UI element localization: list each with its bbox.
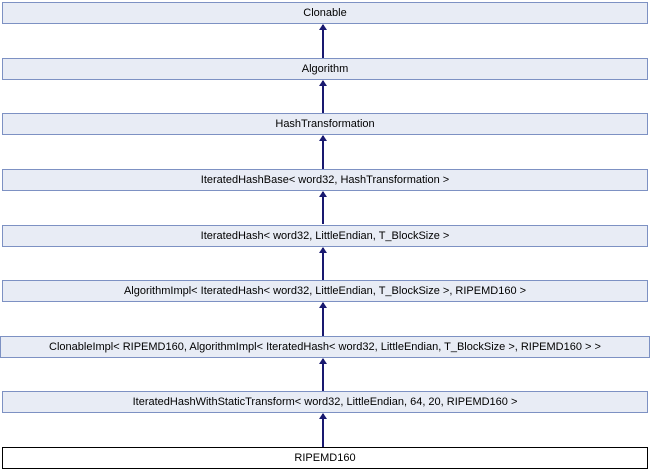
class-node-label: HashTransformation (275, 118, 375, 131)
arrow-up-icon (318, 302, 327, 309)
class-node-algorithmimpl[interactable]: AlgorithmImpl< IteratedHash< word32, Lit… (2, 280, 648, 303)
class-node-iteratedhashwithstatictransform[interactable]: IteratedHashWithStaticTransform< word32,… (2, 391, 648, 414)
class-node-label: IteratedHashWithStaticTransform< word32,… (132, 396, 518, 409)
arrow-up-icon (318, 190, 327, 197)
inheritance-arrow (318, 79, 328, 114)
arrow-line (322, 247, 324, 281)
inheritance-arrow (318, 246, 328, 281)
class-node-iteratedhash[interactable]: IteratedHash< word32, LittleEndian, T_Bl… (2, 224, 648, 247)
arrow-line (322, 136, 324, 169)
inheritance-arrow (318, 413, 328, 447)
class-node-ripemd160-current: RIPEMD160 (2, 447, 648, 470)
class-node-label: Clonable (303, 7, 347, 19)
inheritance-arrow (318, 24, 328, 58)
class-node-label: RIPEMD160 (294, 452, 356, 465)
arrow-line (322, 25, 324, 58)
class-node-iteratedhashbase[interactable]: IteratedHashBase< word32, HashTransforma… (2, 168, 648, 191)
arrow-line (322, 80, 324, 114)
class-node-label: ClonableImpl< RIPEMD160, AlgorithmImpl< … (49, 340, 601, 353)
class-node-label: IteratedHashBase< word32, HashTransforma… (200, 173, 450, 186)
inheritance-arrow (318, 357, 328, 392)
arrow-up-icon (318, 24, 327, 30)
class-node-clonableimpl[interactable]: ClonableImpl< RIPEMD160, AlgorithmImpl< … (0, 335, 650, 358)
class-node-label: Algorithm (301, 62, 349, 75)
arrow-up-icon (318, 413, 327, 420)
class-node-label: IteratedHash< word32, LittleEndian, T_Bl… (200, 229, 450, 242)
inheritance-arrow (318, 302, 328, 336)
inheritance-arrow (318, 190, 328, 225)
inheritance-arrow (318, 135, 328, 169)
arrow-line (322, 414, 324, 447)
arrow-line (322, 358, 324, 392)
arrow-line (322, 303, 324, 336)
arrow-up-icon (318, 135, 327, 142)
class-node-clonable[interactable]: Clonable (2, 2, 648, 24)
arrow-up-icon (318, 246, 327, 253)
class-node-algorithm[interactable]: Algorithm (2, 57, 648, 80)
arrow-up-icon (318, 357, 327, 364)
class-node-label: AlgorithmImpl< IteratedHash< word32, Lit… (123, 285, 527, 298)
arrow-up-icon (318, 79, 327, 86)
arrow-line (322, 191, 324, 225)
class-node-hashtransformation[interactable]: HashTransformation (2, 113, 648, 136)
